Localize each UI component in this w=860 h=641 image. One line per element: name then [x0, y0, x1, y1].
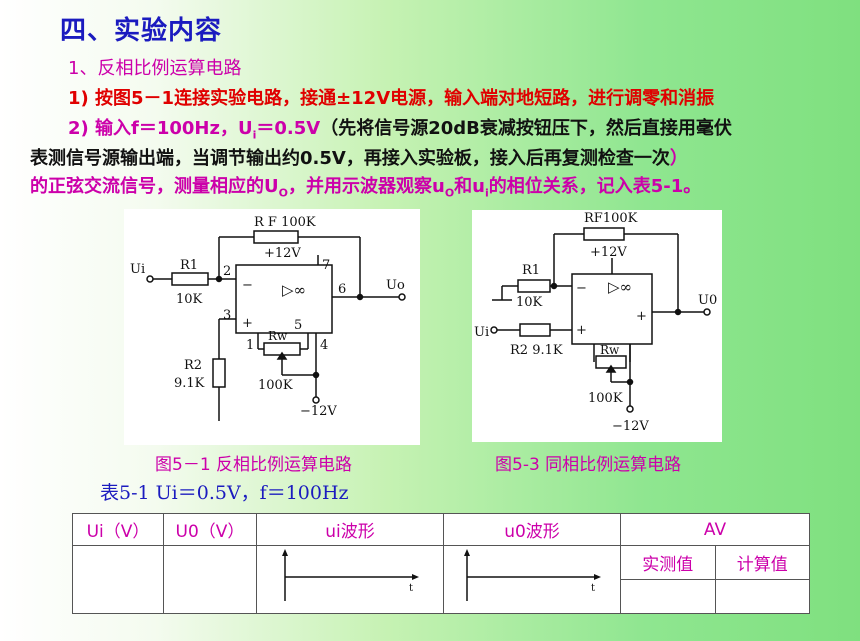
fig3-vee-label: −12V: [612, 419, 649, 434]
fig1-pin2: 2: [223, 264, 231, 279]
fig1-minus: −: [242, 278, 253, 293]
inverting-amplifier-circuit: R F 100K +12V Ui R1 10K 2 3 7 6 5 1 4 − …: [124, 209, 420, 445]
uo-waveform-axes: t: [457, 547, 607, 607]
fig1-pin1: 1: [246, 338, 254, 353]
figure-5-3-caption: 图5-3 同相比例运算电路: [495, 455, 682, 475]
cell-av-measured[interactable]: [620, 579, 716, 614]
header-ui-waveform: ui波形: [256, 513, 444, 546]
fig1-rw-label: Rw: [268, 329, 288, 343]
fig1-pin4: 4: [320, 338, 328, 353]
uo-axis-t: t: [591, 583, 595, 594]
fig1-pin7: 7: [322, 258, 330, 273]
header-ui: Ui（V）: [72, 513, 164, 546]
fig3-r2-label: R2 9.1K: [510, 343, 563, 358]
instruction-step-2-end: 的正弦交流信号，测量相应的UO，并用示波器观察uO和ui的相位关系，记入表5-1…: [30, 176, 702, 200]
header-calculated: 计算值: [714, 545, 810, 580]
fig3-vcc-label: +12V: [590, 245, 627, 260]
instruction-step-2-cont: 表测信号源输出端，当调节输出约0.5V，再接入实验板，接入后再复测检查一次）: [30, 148, 688, 169]
fig1-r1-value: 10K: [176, 292, 203, 307]
ui-waveform-axes: t: [275, 547, 425, 607]
non-inverting-amplifier-circuit: RF100K +12V R1 10K Ui − + ▷∞ + U0 R2 9.1…: [472, 210, 722, 442]
section-heading: 四、实验内容: [60, 16, 223, 46]
fig1-rf-label: R F 100K: [254, 215, 316, 230]
cell-ui-value[interactable]: [72, 545, 164, 614]
table-caption: 表5-1 Ui＝0.5V，f＝100Hz: [100, 482, 349, 504]
header-uo-waveform: u0波形: [443, 513, 621, 546]
fig3-uo-label: U0: [698, 293, 717, 308]
fig1-vcc-label: +12V: [264, 246, 301, 261]
fig3-r1-value: 10K: [516, 295, 543, 310]
fig3-ui-label: Ui: [474, 325, 489, 340]
fig1-pin6: 6: [338, 282, 346, 297]
fig1-ui-label: Ui: [130, 262, 145, 277]
fig1-rw-value: 100K: [258, 378, 293, 393]
fig3-amp-symbol: ▷∞: [608, 278, 632, 296]
fig3-rw-value: 100K: [588, 391, 623, 406]
fig1-uo-label: Uo: [386, 278, 405, 293]
fig3-r1-label: R1: [522, 263, 540, 278]
cell-uo-waveform[interactable]: t: [443, 545, 621, 614]
fig3-rf-label: RF100K: [584, 211, 638, 226]
fig3-output-plus: +: [636, 309, 647, 324]
figure-5-1-caption: 图5－1 反相比例运算电路: [155, 455, 353, 475]
fig1-vee-label: −12V: [300, 404, 337, 419]
fig1-amp-symbol: ▷∞: [282, 281, 306, 299]
fig1-pin5: 5: [294, 318, 302, 333]
fig1-r2-value: 9.1K: [174, 376, 205, 391]
measurement-table: Ui（V） U0（V） ui波形 u0波形 AV t: [72, 513, 810, 614]
header-measured: 实测值: [620, 545, 716, 580]
cell-av-calculated[interactable]: [714, 579, 810, 614]
ui-axis-t: t: [409, 583, 413, 594]
cell-ui-waveform[interactable]: t: [256, 545, 444, 614]
instruction-step-2: 2) 输入f＝100Hz，Ui＝0.5V（先将信号源20dB衰减按钮压下，然后直…: [68, 118, 732, 142]
fig1-pin3: 3: [223, 308, 231, 323]
header-uo: U0（V）: [163, 513, 257, 546]
fig3-minus: −: [576, 281, 587, 296]
cell-uo-value[interactable]: [163, 545, 257, 614]
fig1-plus: +: [242, 316, 253, 331]
fig1-r1-label: R1: [180, 258, 198, 273]
fig1-r2-label: R2: [184, 358, 202, 373]
fig3-plus: +: [576, 323, 587, 338]
subsection-title: 1、反相比例运算电路: [68, 58, 242, 79]
header-av: AV: [620, 513, 810, 546]
fig3-rw-label: Rw: [600, 343, 620, 357]
instruction-step-1: 1) 按图5－1连接实验电路，接通±12V电源，输入端对地短路，进行调零和消振: [68, 88, 715, 109]
